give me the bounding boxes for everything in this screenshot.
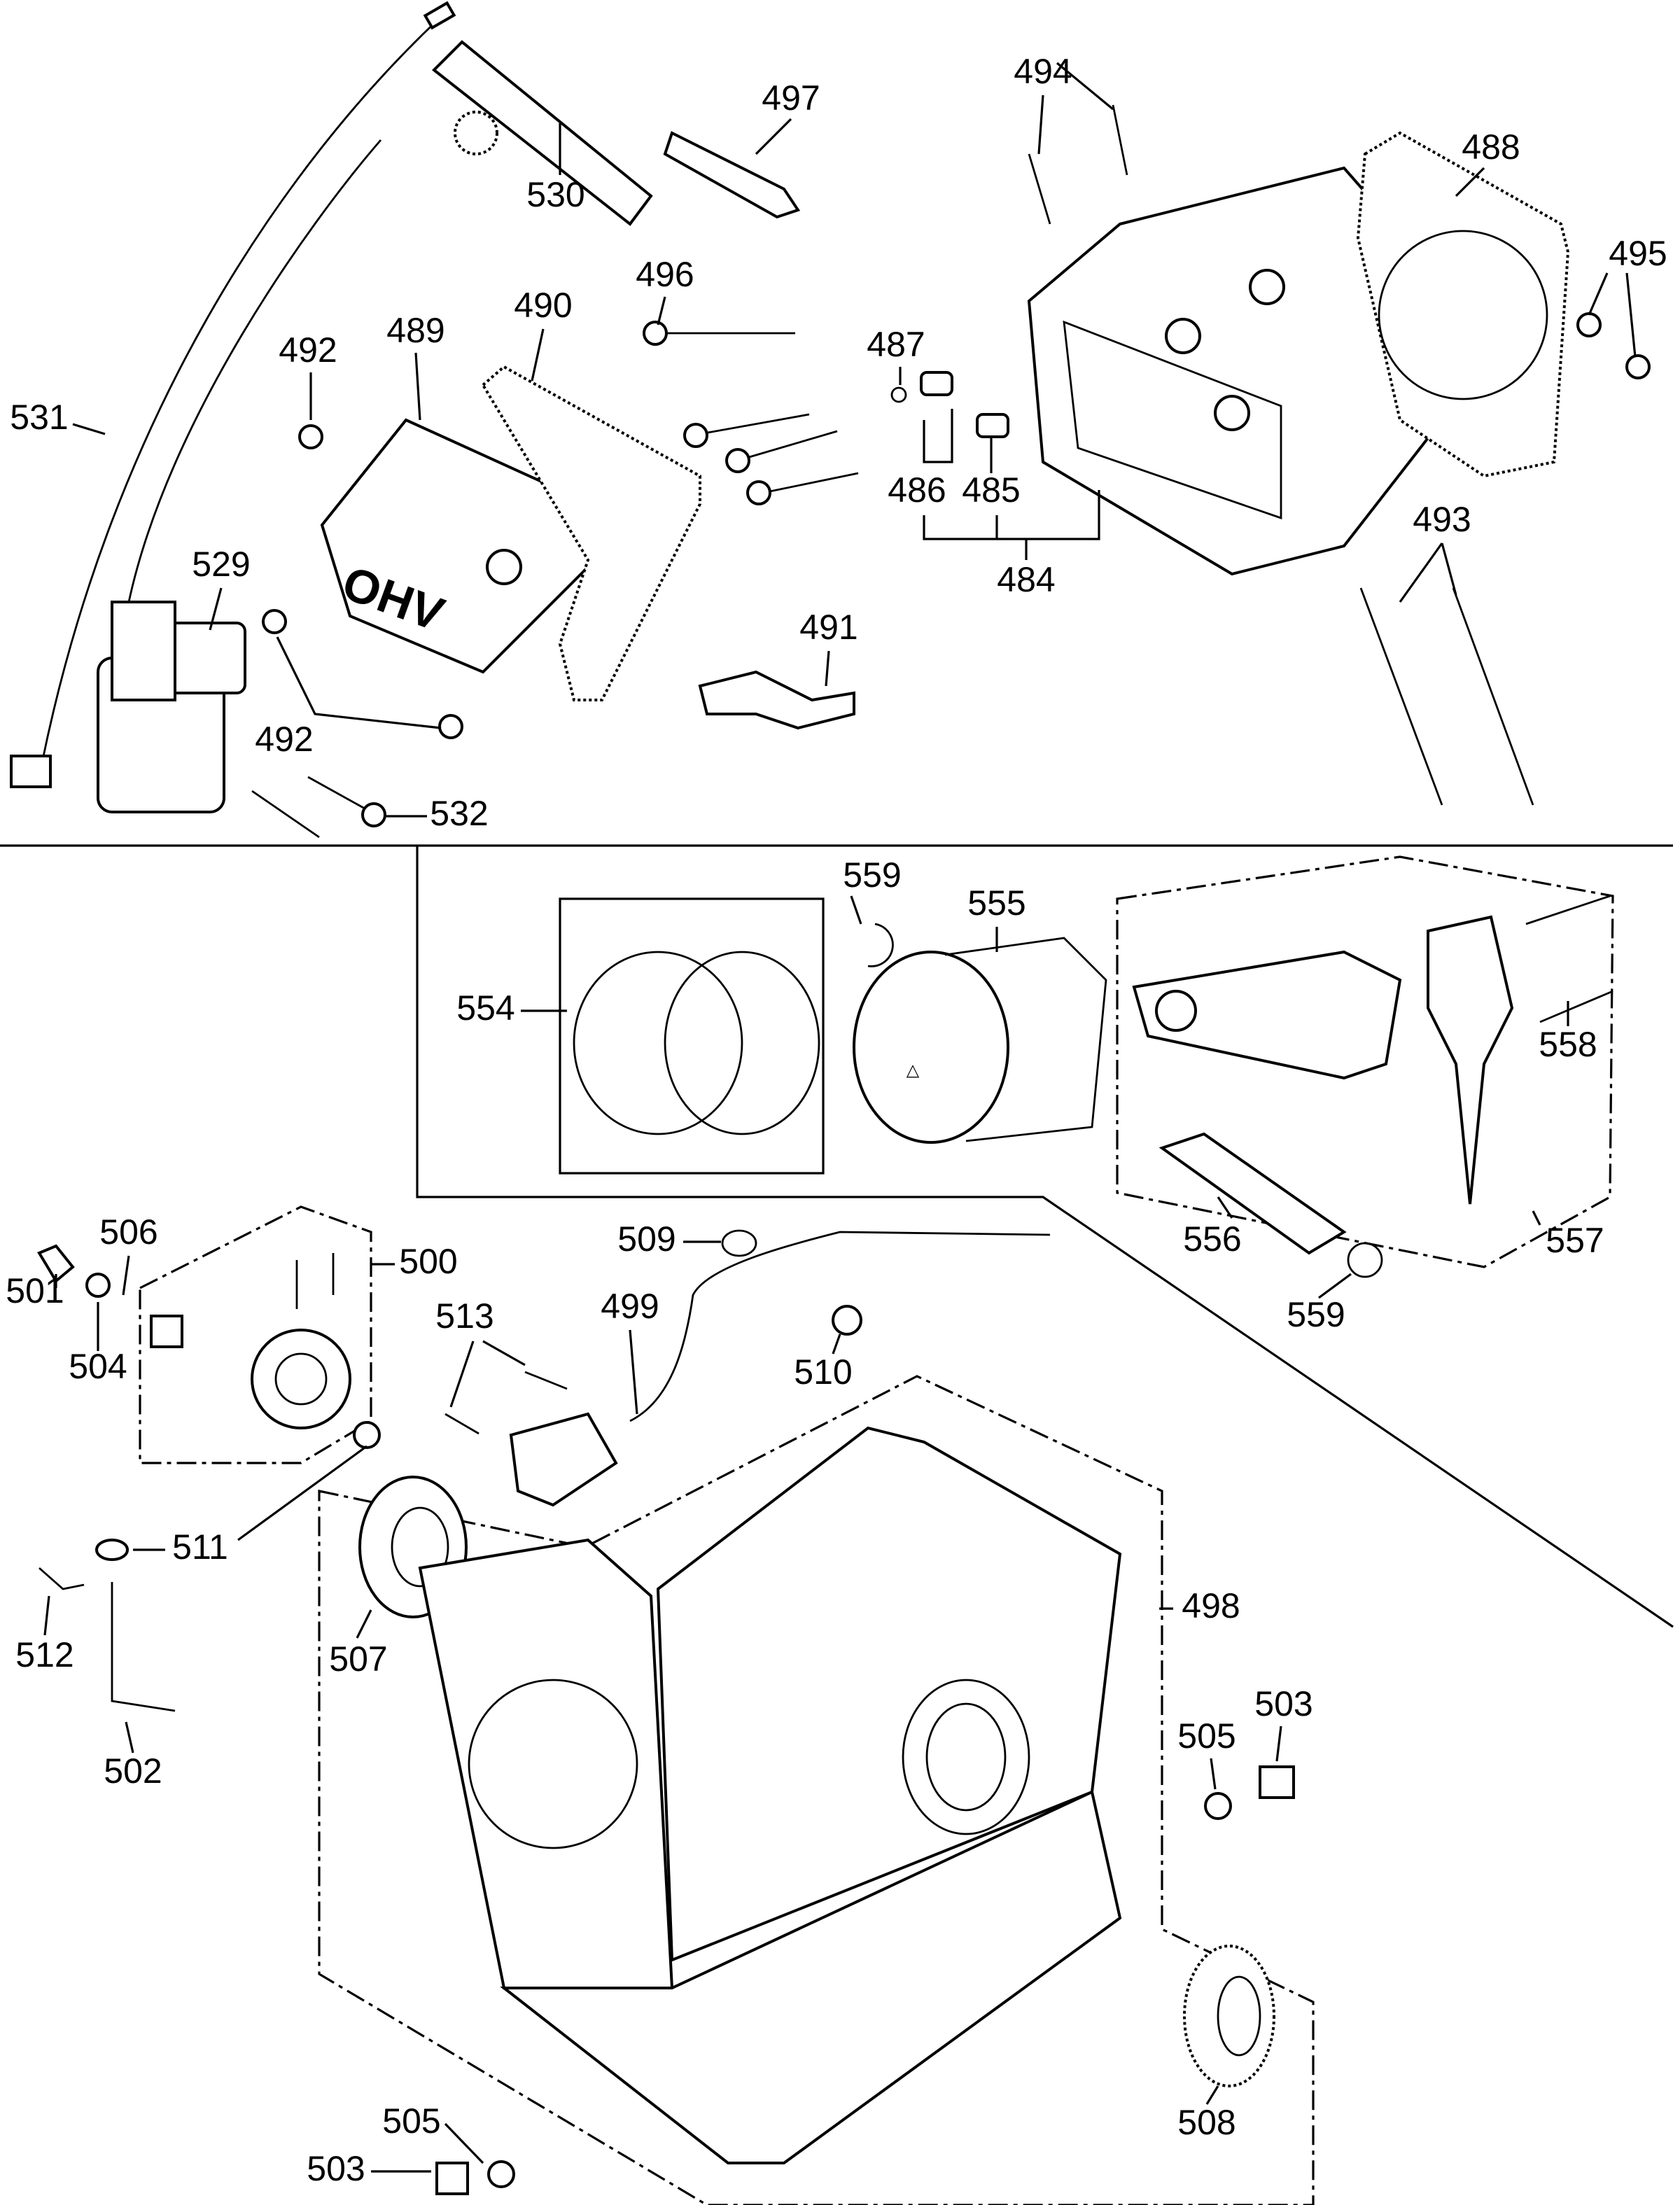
part-number-labels: 497 530 494 488 495 496 487 492 489 490 531 486 485 4… <box>6 52 1667 2188</box>
governor-group <box>37 1244 381 1712</box>
valve-cover-gasket <box>481 365 701 701</box>
leader-lines <box>43 62 1637 2173</box>
piston-mark: △ <box>906 1060 920 1079</box>
part-label-487: 487 <box>867 325 925 364</box>
oil-level-sensor <box>444 1229 1051 1507</box>
part-label-530: 530 <box>526 175 584 214</box>
part-label-508: 508 <box>1177 2103 1236 2142</box>
part-label-496: 496 <box>636 255 694 294</box>
connecting-rod <box>1132 895 1614 1205</box>
part-label-497: 497 <box>762 78 820 118</box>
part-label-494: 494 <box>1014 52 1072 91</box>
part-label-503: 503 <box>307 2149 365 2188</box>
connecting-rod-frame <box>1116 855 1614 1268</box>
part-label-559: 559 <box>843 855 901 895</box>
piston-rings <box>573 951 820 1135</box>
studs <box>1028 104 1534 806</box>
part-label-500: 500 <box>399 1242 457 1281</box>
piston-pin <box>1158 1132 1383 1278</box>
part-label-529: 529 <box>192 545 250 584</box>
part-label-556: 556 <box>1183 1219 1241 1259</box>
part-label-501: 501 <box>6 1271 64 1310</box>
part-label-489: 489 <box>386 311 444 350</box>
oil-seal-and-drain <box>435 1765 1295 2195</box>
part-label-493: 493 <box>1413 500 1471 539</box>
spark-plug <box>663 131 801 219</box>
part-label-512: 512 <box>15 1635 74 1674</box>
part-label-498: 498 <box>1182 1586 1240 1625</box>
part-label-491: 491 <box>799 608 858 647</box>
oil-pump-frame <box>139 1205 372 1464</box>
small-parts-top <box>698 312 1651 730</box>
piston-ring-box <box>559 897 825 1175</box>
part-label-513: 513 <box>435 1296 493 1336</box>
part-label-511: 511 <box>172 1527 228 1567</box>
part-label-505: 505 <box>382 2101 440 2141</box>
bolts <box>251 321 859 839</box>
part-label-502: 502 <box>104 1751 162 1791</box>
piston-group-frame <box>416 846 1674 1628</box>
part-label-484: 484 <box>997 560 1055 599</box>
part-label-555: 555 <box>967 883 1026 923</box>
head-gasket <box>1356 131 1570 478</box>
part-label-509: 509 <box>617 1219 676 1259</box>
ignition-cables <box>41 1 456 764</box>
part-label-485: 485 <box>962 470 1020 510</box>
part-label-506: 506 <box>99 1212 158 1252</box>
part-label-495: 495 <box>1609 234 1667 273</box>
part-label-504: 504 <box>69 1347 127 1386</box>
part-label-492: 492 <box>279 330 337 370</box>
part-label-488: 488 <box>1462 127 1520 167</box>
part-label-510: 510 <box>794 1352 852 1392</box>
piston-pin-clip <box>867 923 894 967</box>
piston: △ <box>853 937 1107 1144</box>
part-label-559: 559 <box>1287 1295 1345 1334</box>
part-label-558: 558 <box>1539 1025 1597 1064</box>
ignition-coil <box>10 601 246 813</box>
part-label-507: 507 <box>329 1639 387 1679</box>
part-label-557: 557 <box>1546 1221 1604 1260</box>
part-label-532: 532 <box>430 794 488 833</box>
crankcase <box>418 1426 1122 2164</box>
part-label-531: 531 <box>10 398 68 437</box>
spark-plug-cap <box>431 40 653 226</box>
head-gasket-bore <box>1378 230 1548 400</box>
part-label-503: 503 <box>1254 1684 1312 1723</box>
part-label-554: 554 <box>456 988 514 1028</box>
part-label-505: 505 <box>1177 1716 1236 1756</box>
part-label-492: 492 <box>255 720 313 759</box>
part-label-490: 490 <box>514 286 572 325</box>
part-label-499: 499 <box>601 1287 659 1326</box>
part-label-486: 486 <box>888 470 946 510</box>
